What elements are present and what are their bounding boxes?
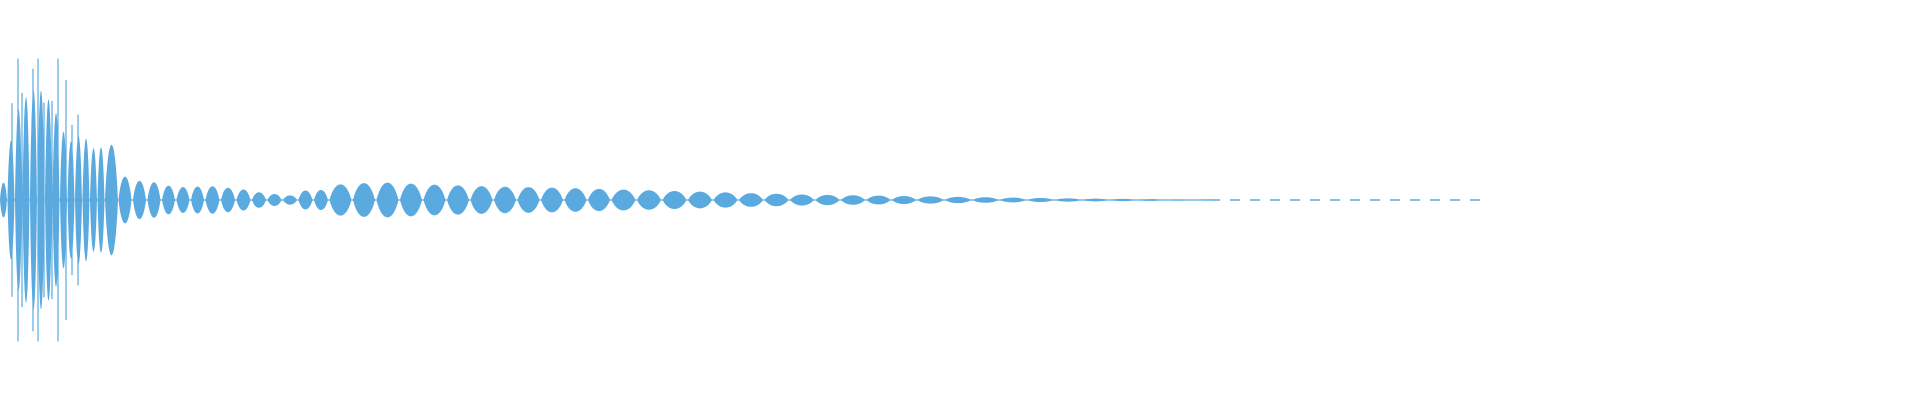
- waveform-bars: [0, 58, 1219, 342]
